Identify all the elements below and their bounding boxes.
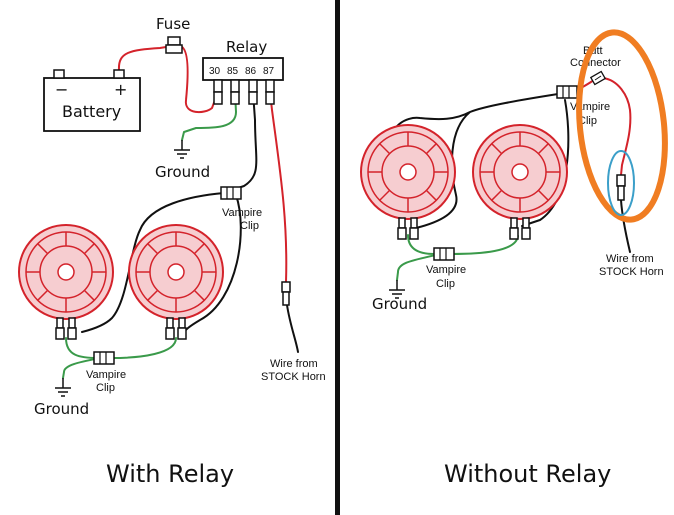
- vampire-clip-icon: [556, 85, 578, 99]
- orange-highlight-ellipse: [576, 29, 668, 223]
- battery-to-fuse-wire: [117, 45, 173, 71]
- battery-icon: [43, 69, 141, 132]
- ground-icon: [54, 377, 72, 397]
- horn-icon: [472, 124, 568, 240]
- horn-icon: [360, 124, 456, 240]
- stock-wire-connector: [616, 174, 626, 201]
- vampire-bottom-line1: Vampire: [86, 369, 126, 381]
- blue-highlight-ellipse: [607, 150, 635, 216]
- fuse-to-relay-wire: [179, 45, 219, 114]
- stock-wire-line2: STOCK Horn: [599, 266, 664, 278]
- ground-label: Ground: [372, 295, 427, 313]
- horn-icon: [18, 224, 114, 340]
- left-panel: − + Battery Fuse Relay 30 85 86 87 Groun…: [18, 15, 326, 488]
- right-caption: Without Relay: [444, 460, 611, 488]
- vampire-top-line2: Clip: [240, 220, 259, 232]
- relay-label: Relay: [226, 38, 267, 56]
- vampire-bottom-line1: Vampire: [426, 264, 466, 276]
- relay-pin-30: 30: [209, 66, 221, 77]
- horn-icon: [128, 224, 224, 340]
- left-caption: With Relay: [106, 460, 234, 488]
- relay-to-ground-wire: [181, 91, 237, 141]
- vampire-clip-icon: [220, 186, 242, 200]
- relay-icon: [202, 57, 284, 105]
- vampire-clip-icon: [93, 351, 115, 365]
- vampire-bottom-line2: Clip: [436, 278, 455, 290]
- vampire-to-left-horn-wire: [390, 93, 559, 229]
- relay-pin-85: 85: [227, 66, 239, 77]
- butt-connector-line2: Connector: [570, 57, 621, 69]
- butt-connector-icon: [589, 70, 607, 86]
- fuse-icon: [165, 36, 183, 54]
- ground-top-label: Ground: [155, 163, 210, 181]
- ground-icon: [173, 139, 191, 159]
- battery-plus-sign: +: [114, 80, 127, 99]
- vampire-bottom-line2: Clip: [96, 382, 115, 394]
- stock-wire-line1: Wire from: [270, 358, 318, 370]
- stock-wire-line1: Wire from: [606, 253, 654, 265]
- vampire-top-line2: Clip: [578, 115, 597, 127]
- stock-horn-black-lead: [620, 199, 631, 253]
- relay-pin-86: 86: [245, 66, 257, 77]
- panel-divider: [335, 0, 340, 515]
- relay87-to-stock-wire: [269, 91, 288, 283]
- vampire-top-line1: Vampire: [222, 207, 262, 219]
- ground-bottom-label: Ground: [34, 400, 89, 418]
- battery-minus-sign: −: [55, 80, 68, 99]
- stock-wire-connector: [281, 281, 291, 306]
- relay-pin-87: 87: [263, 66, 275, 77]
- stock-horn-lead: [286, 304, 299, 353]
- right-panel: Vampire Clip Butt Connector Vampire Clip…: [360, 29, 668, 488]
- stock-to-butt-red-wire: [602, 77, 632, 176]
- fuse-label: Fuse: [156, 15, 190, 33]
- stock-wire-line2: STOCK Horn: [261, 371, 326, 383]
- battery-label: Battery: [62, 102, 121, 121]
- vampire-clip-icon: [433, 247, 455, 261]
- relay86-to-vampire-wire: [237, 91, 258, 189]
